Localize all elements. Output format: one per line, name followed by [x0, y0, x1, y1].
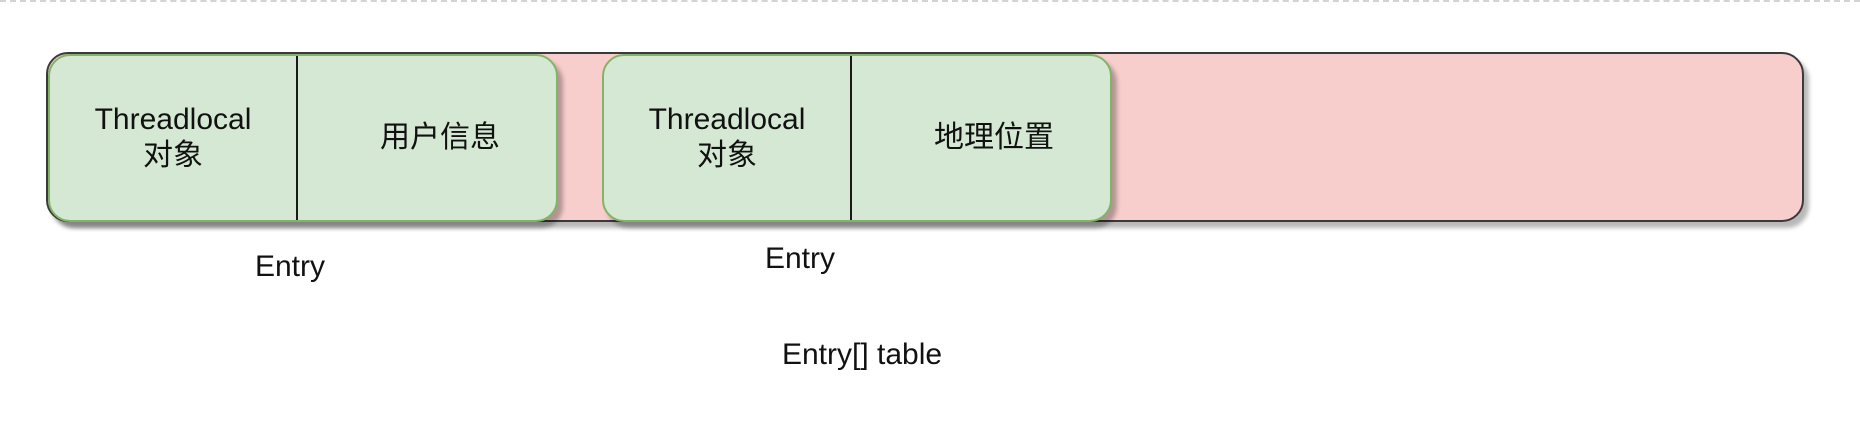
entry-2-value-text: 地理位置 [934, 121, 1054, 154]
entry-1-value-text: 用户信息 [380, 121, 500, 154]
entry-2-caption: Entry [764, 242, 836, 275]
top-dashed-divider [0, 0, 1860, 2]
entry-1-value: 用户信息 [298, 56, 556, 220]
entry-2-value: 地理位置 [852, 56, 1110, 220]
entry-2-key-line1: Threadlocal [648, 103, 806, 136]
entry-1-caption: Entry [254, 250, 326, 283]
entry-1: Threadlocal 对象 用户信息 [48, 54, 558, 222]
entry-1-key: Threadlocal 对象 [50, 56, 298, 220]
entry-1-key-line1: Threadlocal [94, 103, 252, 136]
entry-2: Threadlocal 对象 地理位置 [602, 54, 1112, 222]
entry-1-key-line2: 对象 [143, 139, 203, 172]
entry-2-key-line2: 对象 [697, 139, 757, 172]
table-caption: Entry[] table [781, 338, 943, 371]
entry-2-key: Threadlocal 对象 [604, 56, 852, 220]
